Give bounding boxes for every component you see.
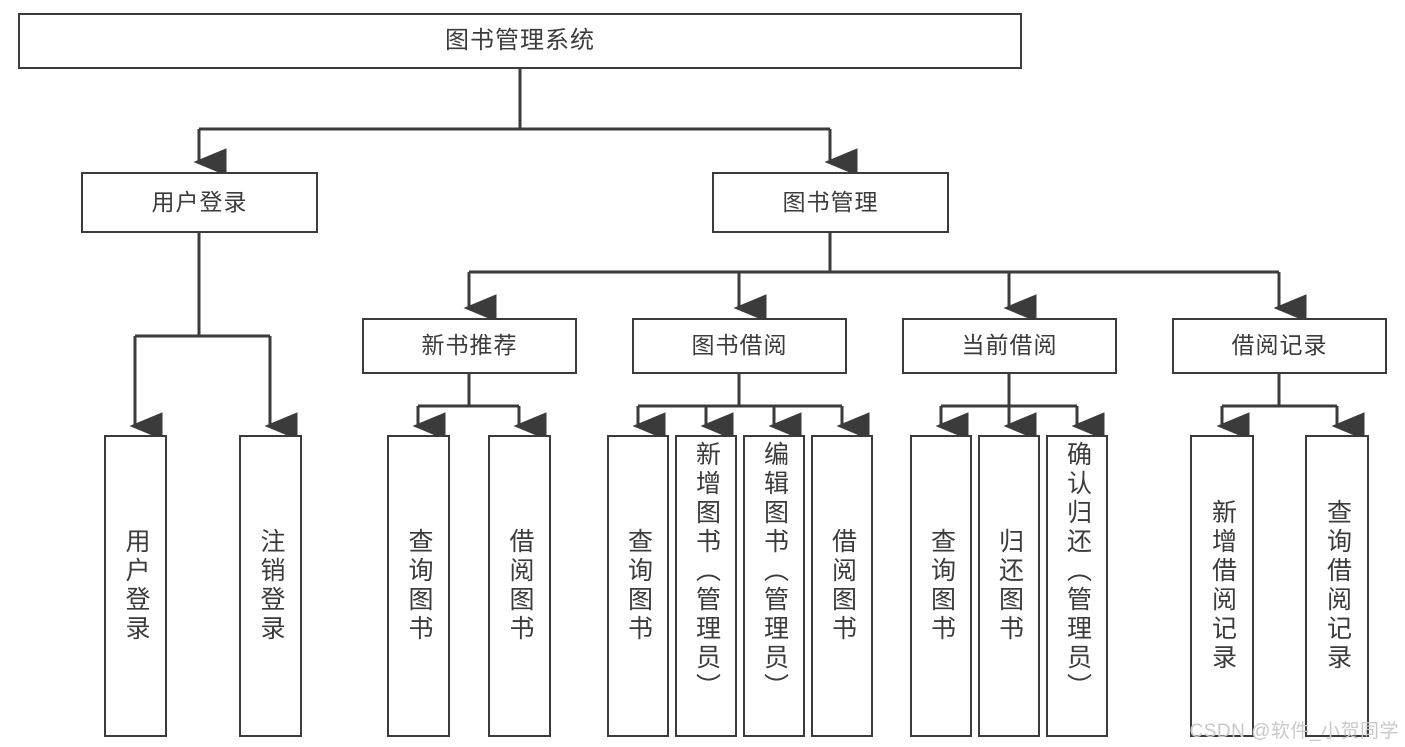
leaf-confirm-return[interactable]: 确认归还（管理员）	[1046, 435, 1108, 737]
leaf-query-book-1-label: 查询图书	[405, 528, 433, 644]
node-book-borrow-label: 图书借阅	[691, 332, 788, 359]
leaf-add-book[interactable]: 新增图书（管理员）	[675, 435, 737, 737]
node-new-book-rec[interactable]: 新书推荐	[362, 318, 577, 374]
leaf-query-book-2-label: 查询图书	[624, 528, 653, 644]
leaf-add-record-label: 新增借阅记录	[1208, 499, 1237, 673]
node-user-login[interactable]: 用户登录	[81, 172, 318, 233]
leaf-query-book-3[interactable]: 查询图书	[910, 435, 972, 737]
leaf-edit-book[interactable]: 编辑图书（管理员）	[743, 435, 805, 737]
node-current-borrow-label: 当前借阅	[961, 332, 1058, 359]
leaf-logout-label: 注销登录	[257, 528, 285, 644]
leaf-return-book-label: 归还图书	[995, 528, 1024, 644]
leaf-user-login-label: 用户登录	[122, 528, 150, 644]
leaf-borrow-book-1-label: 借阅图书	[506, 528, 534, 644]
leaf-query-book-3-label: 查询图书	[927, 528, 956, 644]
node-root-label: 图书管理系统	[445, 26, 595, 54]
leaf-query-record-label: 查询借阅记录	[1323, 499, 1352, 673]
node-book-manage-label: 图书管理	[782, 188, 879, 215]
leaf-return-book[interactable]: 归还图书	[978, 435, 1040, 737]
node-root[interactable]: 图书管理系统	[18, 13, 1022, 69]
leaf-query-record[interactable]: 查询借阅记录	[1305, 435, 1369, 737]
node-new-book-rec-label: 新书推荐	[421, 332, 518, 359]
leaf-logout[interactable]: 注销登录	[239, 435, 302, 737]
node-book-borrow[interactable]: 图书借阅	[632, 318, 847, 374]
leaf-borrow-book-2[interactable]: 借阅图书	[811, 435, 873, 737]
node-borrow-record[interactable]: 借阅记录	[1172, 318, 1387, 374]
leaf-query-book-1[interactable]: 查询图书	[387, 435, 450, 737]
node-borrow-record-label: 借阅记录	[1231, 332, 1328, 359]
node-user-login-label: 用户登录	[151, 188, 248, 215]
node-book-manage[interactable]: 图书管理	[712, 172, 949, 233]
leaf-query-book-2[interactable]: 查询图书	[607, 435, 669, 737]
leaf-user-login[interactable]: 用户登录	[104, 435, 167, 737]
leaf-add-book-label: 新增图书（管理员）	[692, 441, 721, 703]
leaf-confirm-return-label: 确认归还（管理员）	[1063, 441, 1092, 703]
leaf-borrow-book-1[interactable]: 借阅图书	[488, 435, 551, 737]
csdn-watermark: CSDN @软件_小贺同学	[1189, 721, 1399, 742]
leaf-edit-book-label: 编辑图书（管理员）	[760, 441, 789, 703]
leaf-borrow-book-2-label: 借阅图书	[828, 528, 857, 644]
leaf-add-record[interactable]: 新增借阅记录	[1190, 435, 1254, 737]
node-current-borrow[interactable]: 当前借阅	[902, 318, 1117, 374]
